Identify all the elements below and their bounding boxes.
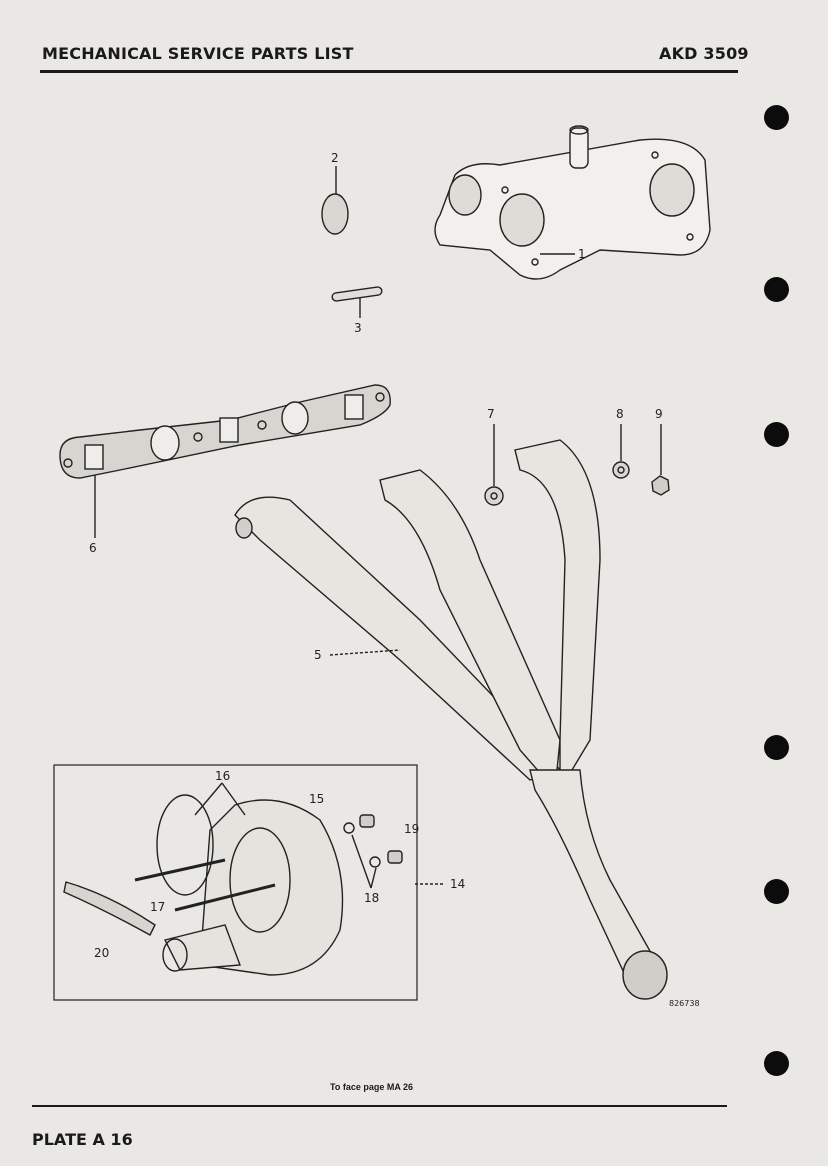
inlet-manifold-part xyxy=(434,125,711,280)
callout-19: 19 xyxy=(404,822,419,836)
punch-hole xyxy=(764,879,789,904)
inset-box xyxy=(53,764,418,1001)
callout-7: 7 xyxy=(487,407,495,421)
punch-hole xyxy=(764,277,789,302)
footer-rule xyxy=(32,1105,727,1107)
punch-hole xyxy=(764,105,789,130)
punch-hole xyxy=(764,422,789,447)
core-plug-part xyxy=(321,193,349,235)
spring-washer-part xyxy=(612,461,630,479)
exhaust-flange-assembly xyxy=(63,794,403,976)
callout-9: 9 xyxy=(655,407,663,421)
callout-8: 8 xyxy=(616,407,624,421)
callout-16: 16 xyxy=(215,769,230,783)
page-caption: To face page MA 26 xyxy=(330,1082,414,1092)
washer-part xyxy=(484,486,504,506)
callout-18: 18 xyxy=(364,891,379,905)
callout-14: 14 xyxy=(450,877,465,891)
punch-hole xyxy=(764,735,789,760)
callout-3: 3 xyxy=(354,321,362,335)
punch-hole xyxy=(764,1051,789,1076)
callout-5: 5 xyxy=(314,648,322,662)
callout-20: 20 xyxy=(94,946,109,960)
callout-15: 15 xyxy=(309,792,324,806)
callout-6: 6 xyxy=(89,541,97,555)
nut-part xyxy=(651,475,670,496)
document-title: MECHANICAL SERVICE PARTS LIST xyxy=(42,44,354,63)
figure-reference: 826738 xyxy=(669,999,700,1008)
callout-2: 2 xyxy=(331,151,339,165)
stud-part xyxy=(331,286,383,302)
header-rule xyxy=(40,70,738,73)
plate-number: PLATE A 16 xyxy=(32,1130,133,1149)
callout-1: 1 xyxy=(578,247,586,261)
part-code: AKD 3509 xyxy=(659,44,749,63)
manifold-gasket-part xyxy=(59,384,391,479)
callout-17: 17 xyxy=(150,900,165,914)
exhaust-manifold-part xyxy=(234,439,668,1000)
